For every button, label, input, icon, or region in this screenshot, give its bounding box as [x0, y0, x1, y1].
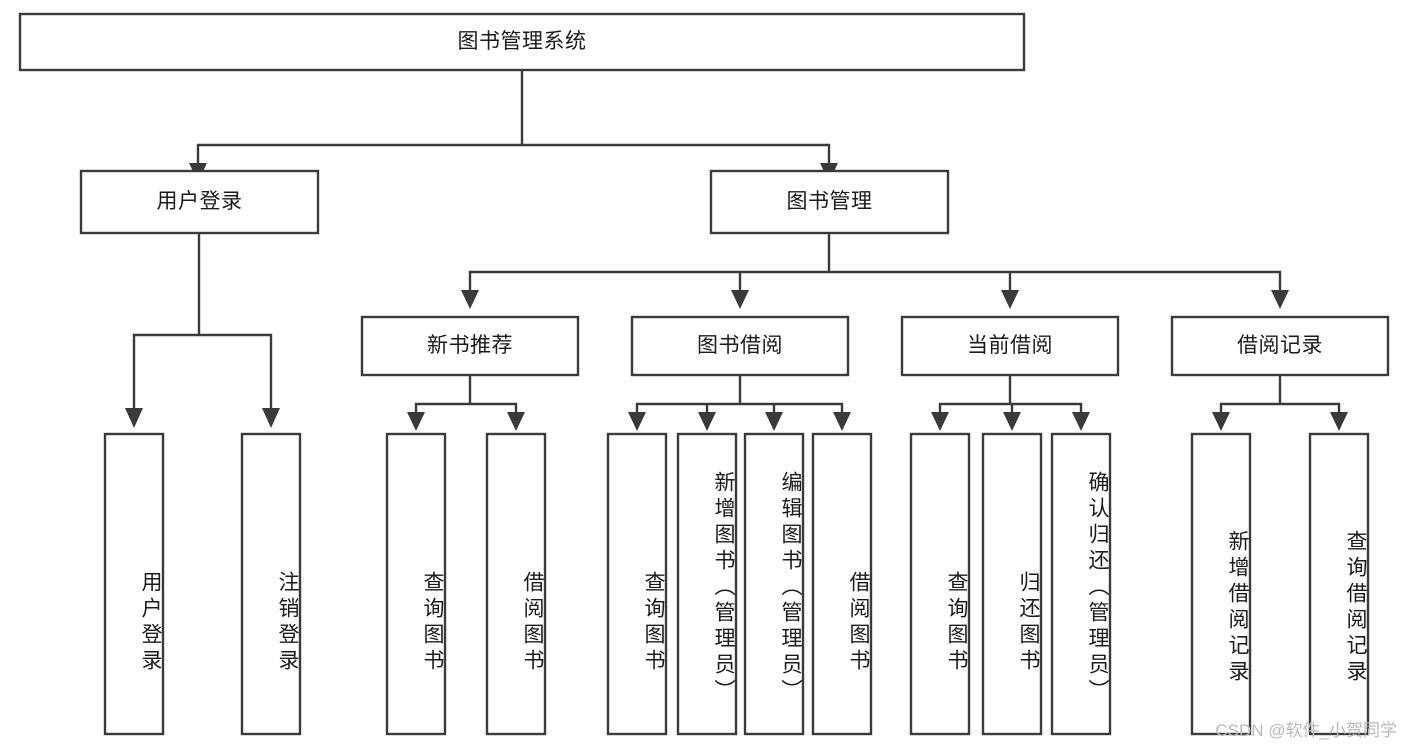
node-box-leaf-logout[interactable]	[240, 432, 302, 736]
arrow-to-leaf-return-book	[1003, 412, 1021, 431]
arrow-to-leaf-query-book-1	[407, 412, 425, 431]
node-box-new-book-rec[interactable]	[360, 315, 580, 377]
edge-new-book-rec-trunk	[414, 373, 518, 414]
node-box-leaf-confirm-return[interactable]	[1050, 432, 1112, 736]
arrow-to-leaf-confirm-return	[1072, 412, 1090, 431]
node-box-root[interactable]	[18, 12, 1026, 72]
arrow-to-leaf-query-book-2	[628, 412, 646, 431]
edge-group-user-login	[125, 231, 280, 428]
edge-group-book-borrow	[628, 373, 851, 431]
arrow-to-leaf-borrow-book-1	[507, 412, 525, 431]
node-box-leaf-borrow-book-2[interactable]	[811, 432, 873, 736]
edge-root-trunk	[196, 68, 831, 165]
node-box-leaf-add-book[interactable]	[676, 432, 738, 736]
node-box-current-borrow[interactable]	[900, 315, 1120, 377]
node-box-leaf-query-record[interactable]	[1308, 432, 1370, 736]
edge-group-borrow-record	[1212, 373, 1348, 431]
arrow-to-leaf-edit-book	[765, 412, 783, 431]
csdn-watermark: CSDN @软件_小贺同学	[1215, 721, 1397, 740]
node-box-book-borrow[interactable]	[630, 315, 850, 377]
node-box-leaf-query-book-3[interactable]	[909, 432, 971, 736]
arrow-to-leaf-add-book	[698, 412, 716, 431]
arrow-to-new-book-rec	[461, 290, 479, 309]
arrow-to-leaf-add-record	[1212, 412, 1230, 431]
edge-book-borrow-trunk	[635, 373, 844, 414]
edge-group-book-mgmt	[461, 231, 1289, 309]
arrow-to-leaf-query-book-3	[931, 412, 949, 431]
edge-group-current-borrow	[931, 373, 1090, 431]
edge-group-new-book-rec	[407, 373, 525, 431]
arrow-to-leaf-user-login	[125, 408, 143, 428]
node-box-leaf-edit-book[interactable]	[743, 432, 805, 736]
edge-user-login-trunk	[132, 231, 273, 410]
node-box-leaf-return-book[interactable]	[981, 432, 1043, 736]
node-box-borrow-record[interactable]	[1170, 315, 1390, 377]
arrow-to-book-borrow	[731, 290, 749, 309]
node-box-leaf-borrow-book-1[interactable]	[485, 432, 547, 736]
node-box-leaf-query-book-1[interactable]	[385, 432, 447, 736]
node-box-leaf-add-record[interactable]	[1190, 432, 1252, 736]
arrow-to-current-borrow	[1001, 290, 1019, 309]
arrow-to-leaf-query-record	[1330, 412, 1348, 431]
edge-group-root	[189, 68, 838, 182]
arrow-to-leaf-borrow-book-2	[833, 412, 851, 431]
edge-book-mgmt-trunk	[468, 231, 1282, 292]
arrow-to-leaf-logout	[262, 408, 280, 428]
node-box-leaf-query-book-2[interactable]	[606, 432, 668, 736]
node-box-book-mgmt[interactable]	[709, 169, 950, 235]
node-box-user-login[interactable]	[79, 169, 320, 235]
edge-current-borrow-trunk	[938, 373, 1083, 414]
node-box-leaf-user-login[interactable]	[103, 432, 165, 736]
edge-borrow-record-trunk	[1219, 373, 1341, 414]
arrow-to-borrow-record	[1271, 290, 1289, 309]
